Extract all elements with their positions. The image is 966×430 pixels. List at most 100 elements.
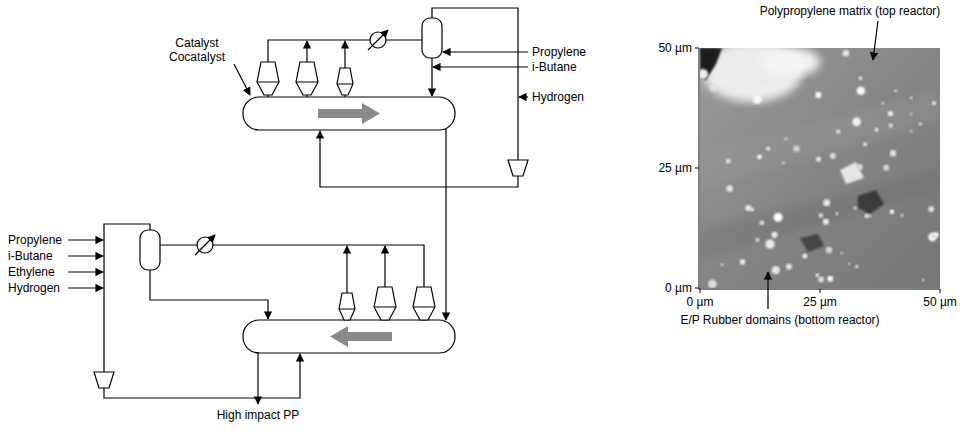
rubber-domain xyxy=(888,111,893,116)
rubber-domain xyxy=(757,155,762,160)
flow-direction xyxy=(330,326,392,347)
rubber-domain xyxy=(724,80,727,83)
rubber-domain xyxy=(710,85,717,92)
rubber-domain xyxy=(928,206,934,212)
text-label: 25 µm xyxy=(803,295,837,309)
rubber-domain xyxy=(932,101,936,105)
text-label: Propylene xyxy=(8,233,62,247)
rubber-domain xyxy=(804,60,810,66)
rubber-domain xyxy=(910,112,913,115)
rubber-domain xyxy=(816,157,821,162)
loop-reactor xyxy=(243,97,455,130)
text-label: Hydrogen xyxy=(532,90,584,104)
rubber-domain xyxy=(855,265,858,268)
rubber-domain xyxy=(721,264,724,267)
rubber-domain xyxy=(816,274,819,277)
text-label: 50 µm xyxy=(923,295,957,309)
rubber-domain xyxy=(868,214,871,217)
text-label: 0 µm xyxy=(687,295,714,309)
text-label: High impact PP xyxy=(217,408,300,422)
rubber-domain xyxy=(766,147,770,151)
compressor xyxy=(94,372,114,388)
rubber-domain xyxy=(858,76,862,80)
rubber-domain xyxy=(875,128,879,132)
rubber-domain xyxy=(740,259,745,264)
rubber-domain xyxy=(843,50,850,57)
settling-leg xyxy=(337,68,353,95)
rubber-domain xyxy=(700,69,708,79)
rubber-domain xyxy=(857,87,866,96)
rubber-domain xyxy=(883,165,889,171)
rubber-domain xyxy=(865,214,869,218)
rubber-domain xyxy=(760,80,762,82)
text-label: i-Butane xyxy=(532,60,577,74)
rubber-domain xyxy=(771,232,777,238)
rubber-domain xyxy=(928,233,936,241)
text-label: i-Butane xyxy=(8,249,53,263)
rubber-domain xyxy=(793,146,799,152)
rubber-domain xyxy=(922,279,925,282)
rubber-domain xyxy=(823,199,830,206)
rubber-domain xyxy=(745,205,751,211)
rubber-domain xyxy=(900,214,903,217)
rubber-domain xyxy=(819,213,823,217)
afm-micrograph xyxy=(700,48,940,288)
settling-leg xyxy=(339,293,355,320)
settling-leg xyxy=(257,62,279,95)
settling-leg xyxy=(374,287,396,320)
rubber-domain xyxy=(802,254,807,259)
text-label: E/P Rubber domains (bottom reactor) xyxy=(680,313,879,327)
rubber-domain xyxy=(835,212,838,215)
compressor xyxy=(508,160,528,176)
rubber-domain xyxy=(726,185,733,192)
rubber-domain xyxy=(910,96,913,99)
rubber-domain xyxy=(894,89,897,92)
text-label: Catalyst Cocatalyst xyxy=(161,36,233,64)
rubber-domain xyxy=(931,233,936,238)
rubber-domain xyxy=(765,81,768,84)
rubber-domain xyxy=(823,219,829,225)
rubber-domain xyxy=(863,142,867,146)
rubber-domain xyxy=(848,263,850,265)
leader-arrow xyxy=(873,21,878,60)
rubber-domain xyxy=(726,159,731,164)
rubber-domain xyxy=(889,123,894,128)
rubber-domain xyxy=(765,239,774,248)
flow-direction xyxy=(318,103,380,124)
rubber-domain xyxy=(708,280,717,288)
rubber-domain xyxy=(774,213,783,222)
rubber-domain xyxy=(755,238,759,242)
rubber-domain xyxy=(759,220,764,225)
rubber-domain xyxy=(890,210,895,215)
text-label: 25 µm xyxy=(658,161,692,175)
text-label: 50 µm xyxy=(658,41,692,55)
rubber-domain xyxy=(827,276,833,282)
rubber-domain xyxy=(910,130,912,132)
rubber-domain xyxy=(753,95,762,104)
rubber-domain xyxy=(856,164,863,171)
settling-leg xyxy=(413,287,435,320)
rubber-domain xyxy=(784,137,787,140)
leader-arrow xyxy=(767,272,768,309)
flash-tank xyxy=(422,18,442,58)
text-label: Polypropylene matrix (top reactor) xyxy=(760,4,941,18)
flash-tank xyxy=(140,230,160,270)
rubber-domain xyxy=(853,206,856,209)
text-label: Ethylene xyxy=(8,265,55,279)
rubber-domain xyxy=(782,162,785,165)
rubber-domain xyxy=(818,277,824,283)
text-label: Hydrogen xyxy=(8,281,60,295)
text-label: 0 µm xyxy=(665,281,692,295)
axis xyxy=(695,48,940,293)
rubber-domain xyxy=(840,252,842,254)
rubber-domain xyxy=(830,153,836,159)
rubber-domain xyxy=(890,150,896,156)
rubber-domain xyxy=(826,247,833,254)
text-label: Propylene xyxy=(532,45,586,59)
rubber-domain xyxy=(836,130,840,134)
rubber-domain xyxy=(786,264,792,270)
rubber-domain xyxy=(881,102,884,105)
rubber-domain xyxy=(772,266,780,274)
